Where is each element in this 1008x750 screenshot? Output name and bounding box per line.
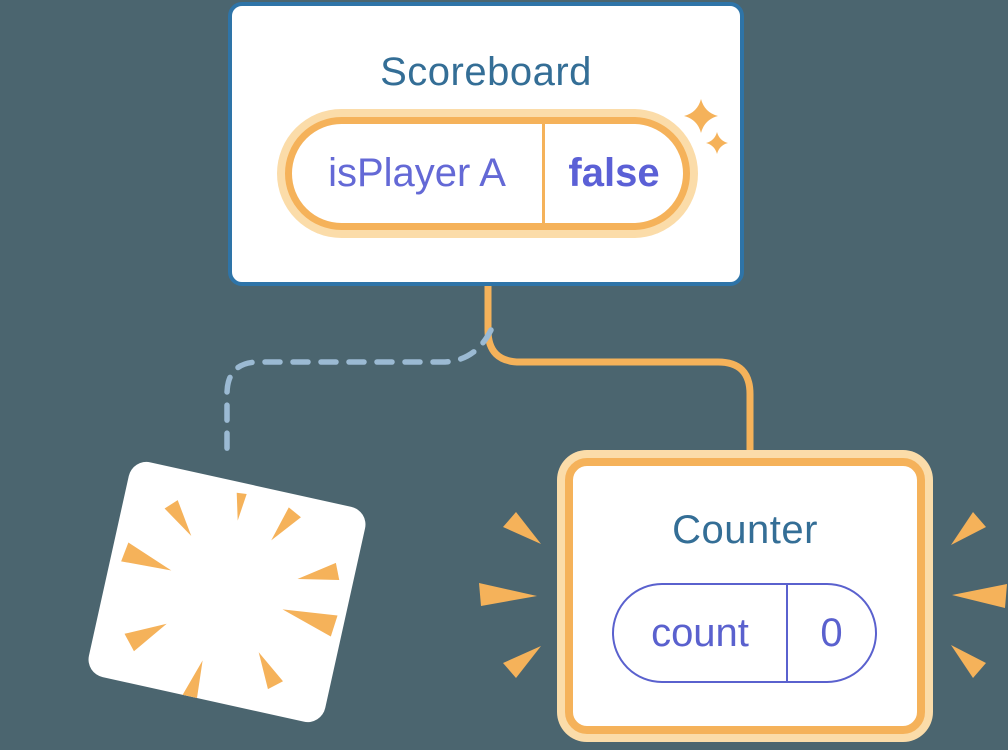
scoreboard-card: Scoreboard isPlayer A false xyxy=(228,2,744,286)
pill-divider xyxy=(786,585,788,681)
state-value: false xyxy=(568,151,660,195)
dashed-connector-scoreboard-to-destroyed-card xyxy=(224,327,494,459)
starburst-explosion-icon xyxy=(121,492,340,703)
counter-title: Counter xyxy=(672,508,818,552)
counter-card: Counter count 0 xyxy=(565,458,925,734)
counter-state-pill: count 0 xyxy=(612,583,877,683)
state-value: 0 xyxy=(820,610,843,655)
scoreboard-title: Scoreboard xyxy=(380,50,592,94)
state-key: isPlayer A xyxy=(328,151,506,195)
solid-connector-scoreboard-to-counter xyxy=(484,282,754,462)
destroyed-card xyxy=(85,458,369,726)
state-key: count xyxy=(651,610,749,655)
scoreboard-state-pill: isPlayer A false xyxy=(285,117,690,230)
pill-divider xyxy=(542,124,545,223)
